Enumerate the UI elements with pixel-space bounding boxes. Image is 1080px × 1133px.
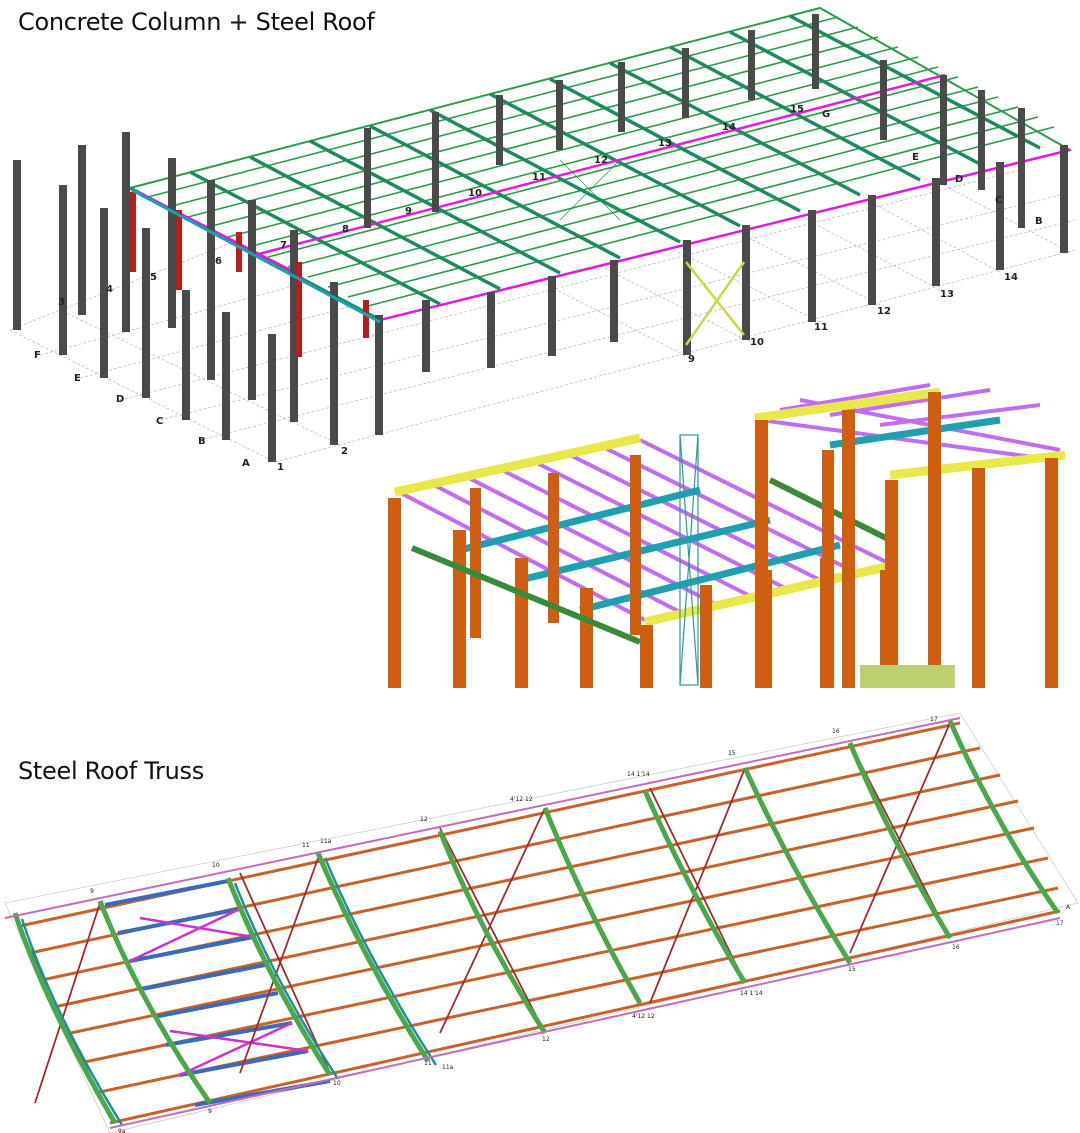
truss-label: 11a xyxy=(320,838,332,845)
svg-text:G: G xyxy=(822,109,830,120)
grid-label-left: C xyxy=(156,416,163,427)
truss-label: 4'12 12 xyxy=(632,1013,655,1020)
concrete-column-steel-roof-diagram: 7 8 9 10 11 12 13 14 15 G E xyxy=(9,6,1076,473)
concrete-columns xyxy=(13,14,1068,462)
truss-label: 14 1'14 xyxy=(627,771,650,778)
truss-label: 12 xyxy=(542,1036,550,1043)
truss-rafters xyxy=(12,719,1061,1125)
grid-labels-right: D C B xyxy=(955,174,1043,227)
truss-labels: 9a 9 10 11 11a 12 4'12 12 14 1'14 15 16 … xyxy=(90,716,1071,1133)
grid-label-front: 12 xyxy=(877,306,891,317)
grid-label-front: 9 xyxy=(688,354,695,365)
svg-text:11: 11 xyxy=(532,172,546,183)
truss-label: 17 xyxy=(1056,920,1064,927)
grid-labels-roof: 5 6 4 3 xyxy=(58,256,222,308)
svg-text:10: 10 xyxy=(468,188,482,199)
truss-label: 11 xyxy=(424,1060,432,1067)
svg-text:14: 14 xyxy=(722,122,736,133)
grid-label-left: A xyxy=(242,458,250,469)
truss-label: 15 xyxy=(728,750,736,757)
roof-plane: 7 8 9 10 11 12 13 14 15 G E xyxy=(127,6,1073,322)
grid-label-left: F xyxy=(34,350,41,361)
grid-label-right: B xyxy=(1035,216,1043,227)
svg-text:13: 13 xyxy=(658,138,672,149)
svg-text:15: 15 xyxy=(790,104,804,115)
svg-text:8: 8 xyxy=(342,224,349,235)
grid-labels-front: 1 2 9 10 11 12 13 14 xyxy=(277,272,1018,473)
steel-roof-truss-diagram: 9a 9 10 11 11a 12 4'12 12 14 1'14 15 16 … xyxy=(4,713,1079,1133)
truss-label: 9a xyxy=(118,1128,126,1133)
truss-label: 17 xyxy=(930,716,938,723)
truss-label: 12 xyxy=(420,816,428,823)
grid-label-left: B xyxy=(198,436,206,447)
grid-labels-left: F E D C B A xyxy=(34,350,250,469)
truss-label: 4'12 12 xyxy=(510,796,533,803)
truss-label: A xyxy=(1066,904,1071,911)
svg-text:E: E xyxy=(912,152,919,163)
truss-blue-bay xyxy=(104,879,331,1107)
grid-label-front: 11 xyxy=(814,322,828,333)
bottom-diagram-title: Steel Roof Truss xyxy=(18,757,204,785)
truss-label: 16 xyxy=(952,944,960,951)
grid-label-right: D xyxy=(955,174,963,185)
grid-label-left: D xyxy=(116,394,124,405)
grid-label-front: 2 xyxy=(341,446,348,457)
grid-label-left: E xyxy=(74,373,81,384)
grid-label-right: C xyxy=(995,195,1002,206)
svg-text:6: 6 xyxy=(215,256,222,267)
truss-label: 16 xyxy=(832,728,840,735)
svg-text:4: 4 xyxy=(106,284,113,295)
top-diagram-title: Concrete Column + Steel Roof xyxy=(18,8,375,36)
truss-label: 9 xyxy=(208,1108,212,1115)
svg-text:5: 5 xyxy=(150,272,157,283)
grid-label-front: 1 xyxy=(277,462,284,473)
steel-frame-right-module xyxy=(754,383,1066,688)
svg-text:9: 9 xyxy=(405,206,412,217)
truss-label: 10 xyxy=(212,862,220,869)
steel-frame-detail-diagram xyxy=(388,383,1066,688)
truss-label: 10 xyxy=(333,1080,341,1087)
truss-label: 9 xyxy=(90,888,94,895)
truss-label: 11a xyxy=(442,1064,454,1071)
svg-text:12: 12 xyxy=(594,155,608,166)
truss-label: 15 xyxy=(848,966,856,973)
svg-text:3: 3 xyxy=(58,297,65,308)
grid-label-front: 13 xyxy=(940,289,954,300)
truss-label: 11 xyxy=(302,842,310,849)
grid-label-front: 10 xyxy=(750,337,764,348)
svg-text:7: 7 xyxy=(280,240,287,251)
grid-label-front: 14 xyxy=(1004,272,1018,283)
truss-label: 14 1'14 xyxy=(740,990,763,997)
steel-frame-left-module xyxy=(388,433,892,688)
